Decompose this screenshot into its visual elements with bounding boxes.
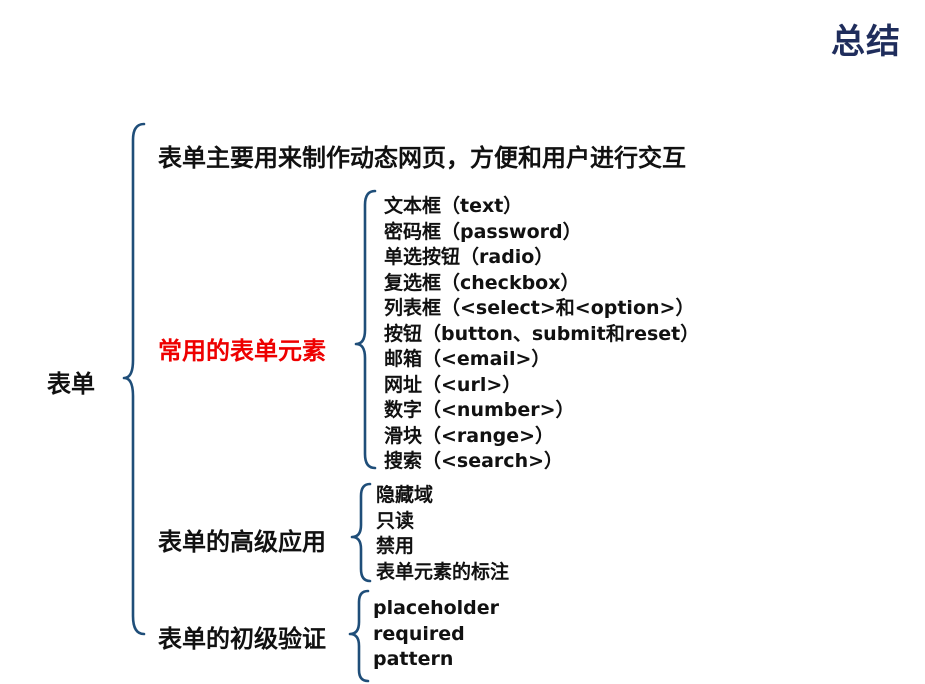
advanced-brace: [350, 482, 372, 583]
list-item: 表单元素的标注: [376, 560, 510, 583]
list-item: 密码框（password）: [384, 220, 582, 243]
common-brace: [354, 189, 377, 470]
list-item: 按钮（button、submit和reset）: [384, 322, 700, 345]
list-item: pattern: [373, 648, 454, 670]
list-item: 禁用: [376, 535, 415, 557]
common-elements-label: 常用的表单元素: [158, 337, 326, 365]
list-item: required: [373, 622, 465, 645]
list-item: 搜索（<search>）: [384, 450, 564, 472]
list-item: 滑块（<range>）: [384, 424, 555, 447]
basic-validation-label: 表单的初级验证: [158, 625, 326, 653]
list-item: 列表框（<select>和<option>）: [384, 297, 695, 319]
list-item: 隐藏域: [376, 484, 434, 506]
main-brace: [122, 122, 146, 636]
list-item: 网址（<url>）: [384, 373, 522, 396]
list-item: 只读: [376, 509, 415, 532]
validation-brace: [348, 589, 370, 683]
list-item: 单选按钮（radio）: [384, 246, 554, 268]
intro-text: 表单主要用来制作动态网页，方便和用户进行交互: [158, 144, 686, 172]
common-elements-list: 文本框（text） 密码框（password） 单选按钮（radio） 复选框（…: [384, 194, 699, 475]
root-node-label: 表单: [47, 370, 95, 398]
slide-title: 总结: [831, 22, 901, 62]
list-item: 复选框（checkbox）: [384, 271, 580, 294]
advanced-usage-list: 隐藏域 只读 禁用 表单元素的标注: [376, 483, 509, 585]
advanced-usage-label: 表单的高级应用: [158, 528, 326, 556]
list-item: 邮箱（<email>）: [384, 348, 551, 370]
list-item: 文本框（text）: [384, 195, 523, 217]
list-item: 数字（<number>）: [384, 399, 575, 421]
basic-validation-list: placeholder required pattern: [373, 596, 499, 673]
list-item: placeholder: [373, 597, 500, 619]
